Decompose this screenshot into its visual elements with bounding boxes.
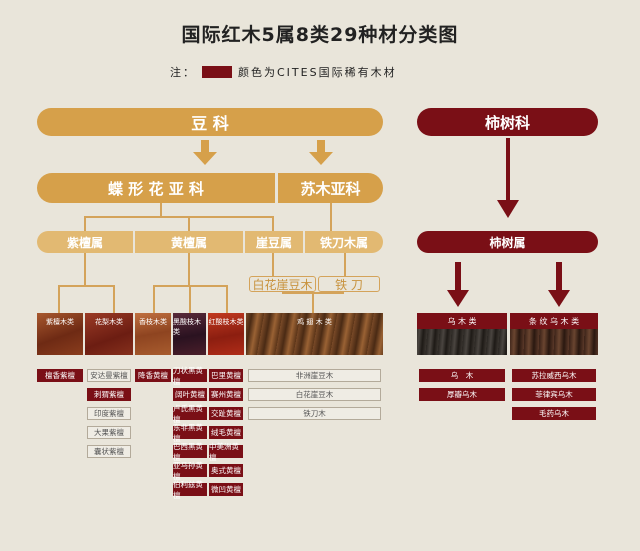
class-zitan-swatch: 紫檀木类	[37, 313, 83, 355]
connector-line	[272, 216, 274, 231]
family-fabaceae: 豆 科	[37, 108, 383, 136]
note-text: 颜色为CITES国际稀有木材	[238, 66, 397, 79]
species-item: 非洲崖豆木	[248, 369, 381, 382]
genus-dalbergia: 黄檀属	[135, 231, 243, 253]
species-item: 巴里黄檀	[209, 369, 243, 382]
arrow-down-icon	[447, 262, 469, 307]
class-huali-swatch: 花梨木类	[85, 313, 133, 355]
species-item: 巴西黑黄檀	[173, 442, 207, 462]
genus-diospyros: 柿树属	[417, 231, 598, 253]
species-item: 大果紫檀	[87, 426, 131, 439]
genus-pterocarpus: 紫檀属	[37, 231, 133, 253]
connector-line	[84, 216, 86, 231]
species-item: 白花崖豆木	[248, 388, 381, 401]
arrow-down-icon	[193, 140, 217, 165]
note-prefix: 注：	[170, 66, 196, 79]
species-item: 厚瓣乌木	[419, 388, 505, 401]
species-item: 安达曼紫檀	[87, 369, 131, 382]
connector-line	[189, 285, 191, 313]
connector-line	[344, 253, 346, 277]
species-item: 赛州黄檀	[209, 388, 243, 401]
connector-line	[84, 253, 86, 285]
species-item: 奥式黄檀	[209, 464, 243, 477]
arrow-down-icon	[497, 138, 519, 218]
class-heisuanzhi-label: 黑酸枝木类	[173, 318, 201, 336]
connector-line	[188, 253, 190, 285]
species-item: 刺猬紫檀	[87, 388, 131, 401]
species-item: 铁刀木	[248, 407, 381, 420]
connector-line	[239, 216, 273, 218]
class-zitan-label: 紫檀木类	[46, 318, 74, 326]
species-item: 囊状紫檀	[87, 445, 131, 458]
connector-line	[330, 203, 332, 231]
subfamily-caesalpinioideae: 苏木亚科	[278, 173, 383, 203]
connector-line	[58, 285, 60, 313]
arrow-down-icon	[548, 262, 570, 307]
species-millettia-leucantha: 白花崖豆木	[249, 276, 316, 292]
class-huali-label: 花梨木类	[95, 318, 123, 326]
species-item: 降香黄檀	[135, 369, 171, 382]
legend-note: 注： 颜色为CITES国际稀有木材	[170, 64, 397, 80]
species-item: 苏拉威西乌木	[512, 369, 596, 382]
species-item: 檀香紫檀	[37, 369, 83, 382]
page-title: 国际红木5属8类29种材分类图	[181, 24, 459, 46]
species-item: 刀状黑黄檀	[173, 366, 207, 386]
species-item: 毛药乌木	[512, 407, 596, 420]
cites-color-swatch	[202, 66, 232, 78]
species-cassia-siamea: 铁 刀	[318, 276, 380, 292]
species-item: 亚马孙黄檀	[173, 461, 207, 481]
species-item: 伯利兹黄檀	[173, 480, 207, 500]
class-xiangzhi-label: 香枝木类	[139, 318, 167, 326]
class-hongsuanzhi-swatch: 红酸枝木类	[208, 313, 244, 355]
class-heisuanzhi-swatch: 黑酸枝木类	[173, 313, 206, 355]
connector-line	[272, 253, 274, 277]
species-item: 东非黑黄檀	[173, 423, 207, 443]
arrow-down-icon	[309, 140, 333, 165]
species-item: 乌 木	[419, 369, 505, 382]
species-item: 绒毛黄檀	[209, 426, 243, 439]
connector-line	[312, 292, 314, 313]
species-item: 菲律宾乌木	[512, 388, 596, 401]
connector-line	[226, 285, 228, 313]
connector-line	[153, 285, 155, 313]
connector-line	[113, 285, 115, 313]
class-jichi-swatch: 鸡 翅 木 类	[246, 313, 383, 355]
class-tiaowen-label: 条 纹 乌 木 类	[510, 313, 598, 329]
species-item: 中美洲黄檀	[209, 442, 243, 462]
species-item: 阔叶黄檀	[173, 388, 207, 401]
subfamily-papilionoideae: 蝶 形 花 亚 科	[37, 173, 275, 203]
species-item: 印度紫檀	[87, 407, 131, 420]
class-jichi-label: 鸡 翅 木 类	[297, 318, 332, 326]
species-item: 交趾黄檀	[209, 407, 243, 420]
species-item: 微凹黄檀	[209, 483, 243, 496]
genus-millettia: 崖豆属	[245, 231, 303, 253]
connector-line	[84, 216, 239, 218]
genus-cassia: 铁刀木属	[305, 231, 383, 253]
family-ebenaceae: 柿树科	[417, 108, 598, 136]
class-xiangzhi-swatch: 香枝木类	[135, 313, 171, 355]
species-item: 卢氏黑黄檀	[173, 404, 207, 424]
class-wumu-label: 乌 木 类	[417, 313, 507, 329]
connector-line	[160, 203, 162, 216]
connector-line	[58, 285, 114, 287]
connector-line	[188, 216, 190, 231]
class-hongsuanzhi-label: 红酸枝木类	[208, 318, 244, 326]
